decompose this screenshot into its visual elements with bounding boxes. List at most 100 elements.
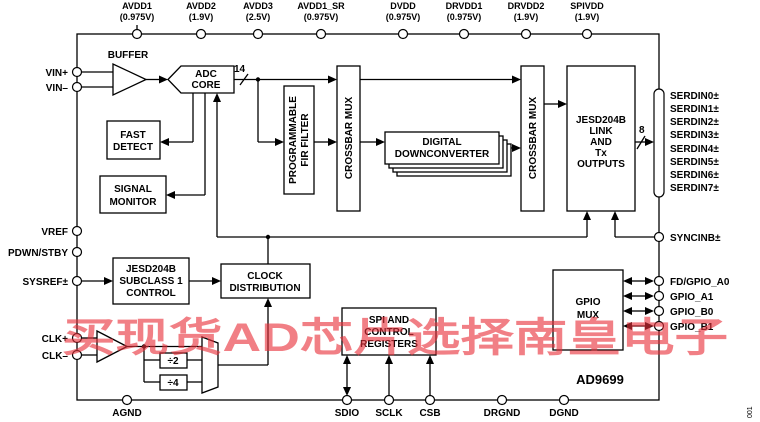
clock-buffer: [96, 329, 129, 364]
spi-label: CONTROL: [364, 327, 413, 338]
gpio-a1-pin: GPIO_A1: [653, 290, 714, 303]
supply-pin-name: DRVDD1: [446, 1, 483, 11]
vref-pin: VREF: [41, 225, 83, 238]
jesd-label: AND: [590, 137, 612, 148]
supply-pin-spivdd: SPIVDD (1.9V): [570, 1, 604, 40]
sclk-pin: SCLK: [375, 394, 403, 419]
figure-id: 001: [747, 406, 754, 418]
supply-pin-voltage: (2.5V): [246, 12, 271, 22]
supply-pin-avdd1: AVDD1 (0.975V): [120, 1, 154, 40]
serdin-label: SERDIN0±: [670, 91, 719, 102]
supply-pin-voltage: (0.975V): [304, 12, 339, 22]
gpio-mux-block: GPIO MUX: [552, 269, 624, 351]
supply-pin-voltage: (1.9V): [575, 12, 600, 22]
supply-pin-drvdd1: DRVDD1 (0.975V): [446, 1, 483, 40]
div2-label: ÷2: [167, 356, 178, 367]
adc-bus-width: 14: [234, 64, 246, 75]
buffer-label: BUFFER: [108, 50, 149, 61]
serdes-output-pins: SERDIN0± SERDIN1± SERDIN2± SERDIN3± SERD…: [653, 88, 719, 198]
csb-pin: CSB: [419, 394, 441, 419]
clock-distribution-block: CLOCK DISTRIBUTION: [220, 263, 311, 299]
supply-pin-name: AVDD1_SR: [297, 1, 345, 11]
serdin-label: SERDIN2±: [670, 117, 719, 128]
supply-pin-name: AVDD1: [122, 1, 152, 11]
jesd204b-subclass-control-block: JESD204B SUBCLASS 1 CONTROL: [112, 257, 190, 305]
syncinb-label: SYNCINB±: [670, 233, 721, 244]
agnd-pin: AGND: [112, 394, 142, 419]
supply-pin-name: AVDD2: [186, 1, 216, 11]
input-buffer: BUFFER: [108, 50, 149, 97]
gpio-label: GPIO_A1: [670, 292, 714, 303]
crossbar-mux-input: CROSSBAR MUX: [336, 65, 361, 212]
sdio-pin: SDIO: [335, 394, 360, 419]
gpio-connection-b1: [623, 322, 654, 330]
gpio-connection-b0: [623, 307, 654, 315]
jesd-label: JESD204B: [576, 115, 626, 126]
jesd-label: LINK: [589, 126, 613, 137]
serdes-bus-width: 8: [639, 125, 645, 136]
supply-pin-voltage: (1.9V): [189, 12, 214, 22]
serdin-label: SERDIN4±: [670, 144, 719, 155]
vin-plus-label: VIN+: [45, 68, 68, 79]
drgnd-pin: DRGND: [484, 394, 521, 419]
fir-filter-block: PROGRAMMABLE FIR FILTER: [283, 85, 315, 195]
watermark: 买现货AD芯片选择南皇电子: [62, 316, 728, 360]
crossbar-mux-label: CROSSBAR MUX: [344, 97, 355, 180]
dgnd-label: DGND: [549, 408, 578, 419]
pdwn-stby-pin: PDWN/STBY: [8, 246, 83, 259]
fast-detect-label: DETECT: [113, 142, 153, 153]
jesd-label: OUTPUTS: [577, 159, 625, 170]
gpio-mux-label: MUX: [577, 310, 600, 321]
supply-pin-drvdd2: DRVDD2 (1.9V): [508, 1, 545, 40]
gpio-connection-a1: [623, 292, 654, 300]
supply-pin-avdd2: AVDD2 (1.9V): [186, 1, 216, 40]
vin-plus-pin: VIN+: [45, 66, 83, 79]
supply-pin-avdd3: AVDD3 (2.5V): [243, 1, 273, 40]
chip-outline: [76, 33, 660, 401]
spi-label: SPI AND: [369, 315, 409, 326]
serdin-label: SERDIN1±: [670, 104, 719, 115]
gpio-mux-label: GPIO: [575, 297, 600, 308]
crossbar-mux-label: CROSSBAR MUX: [528, 97, 539, 180]
fir-label: PROGRAMMABLE: [288, 96, 299, 184]
gpio-label: FD/GPIO_A0: [670, 277, 730, 288]
clk-plus-pin: CLK+: [42, 332, 83, 345]
gpio-connection-a0: [623, 277, 654, 285]
gpio-label: GPIO_B1: [670, 322, 714, 333]
vin-minus-label: VIN–: [46, 83, 69, 94]
gpio-b0-pin: GPIO_B0: [653, 305, 714, 318]
supply-pin-name: SPIVDD: [570, 1, 604, 11]
div4-label: ÷4: [167, 378, 178, 389]
sclk-label: SCLK: [375, 408, 403, 419]
digital-downconverter-block: DIGITAL DOWNCONVERTER: [384, 131, 512, 177]
spi-control-registers-block: SPI AND CONTROL REGISTERS: [341, 307, 437, 356]
serdin-label: SERDIN5±: [670, 157, 719, 168]
sysref-label: SYSREF±: [23, 277, 69, 288]
drgnd-label: DRGND: [484, 408, 521, 419]
fast-detect-block: FAST DETECT: [106, 120, 161, 160]
supply-pin-name: AVDD3: [243, 1, 273, 11]
signal-monitor-label: SIGNAL: [114, 184, 152, 195]
agnd-label: AGND: [112, 408, 141, 419]
sdio-label: SDIO: [335, 408, 360, 419]
csb-label: CSB: [419, 408, 440, 419]
ddc-label: DOWNCONVERTER: [395, 149, 490, 160]
jesd-subclass-label: JESD204B: [126, 264, 176, 275]
clk-plus-label: CLK+: [42, 334, 69, 345]
serdin-label: SERDIN7±: [670, 183, 719, 194]
adc-label: CORE: [192, 80, 221, 91]
sysref-pin: SYSREF±: [23, 275, 83, 288]
part-number: AD9699: [576, 372, 624, 387]
serdin-label: SERDIN6±: [670, 170, 719, 181]
signal-monitor-label: MONITOR: [109, 197, 157, 208]
clock-distribution-label: CLOCK: [247, 271, 283, 282]
gpio-label: GPIO_B0: [670, 307, 714, 318]
supply-pin-name: DRVDD2: [508, 1, 545, 11]
ddc-label: DIGITAL: [422, 137, 461, 148]
adc-label: ADC: [195, 69, 217, 80]
clock-distribution-label: DISTRIBUTION: [229, 283, 300, 294]
jesd-subclass-label: CONTROL: [126, 288, 175, 299]
fir-label: FIR FILTER: [300, 113, 311, 167]
adc-core: ADC CORE: [167, 65, 235, 94]
serdin-label: SERDIN3±: [670, 130, 719, 141]
